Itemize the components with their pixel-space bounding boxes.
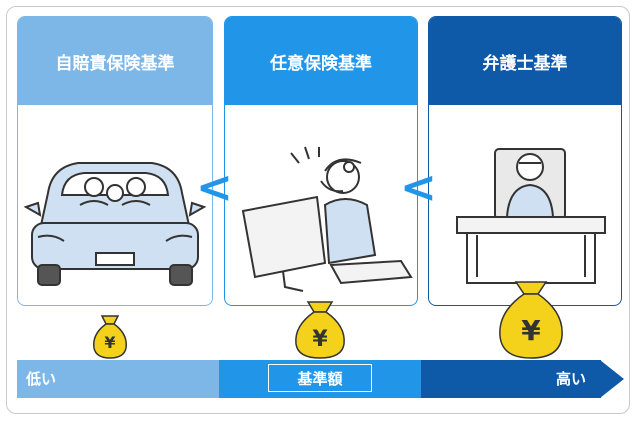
card-title: 任意保険基準 [225,17,417,105]
scale-arrow-head [600,360,624,398]
card-jibaiseki: 自賠責保険基準 [17,16,213,306]
money-bag-large-icon: ¥ [499,281,563,359]
less-than-marker-2: < [400,162,437,213]
card-title: 弁護士基準 [429,17,621,105]
scale-low-label: 低い [26,370,57,388]
car-family-illustration [23,162,207,286]
scale-bar-high-segment [421,360,601,398]
lawyer-at-desk-illustration [456,148,606,284]
card-title: 自賠責保険基準 [18,17,212,105]
yen-symbol: ¥ [312,327,328,352]
card-bengoshi: 弁護士基準 [428,16,622,306]
money-bag-medium-icon: ¥ [295,301,345,359]
money-bag-small-icon: ¥ [93,315,127,359]
call-center-operator-illustration [241,146,413,292]
yen-symbol: ¥ [521,314,541,347]
less-than-marker-1: < [196,162,233,213]
scale-center-label: 基準額 [268,364,372,392]
card-nini-hoken: 任意保険基準 [224,16,418,306]
yen-symbol: ¥ [104,333,115,352]
scale-high-label: 高い [556,370,587,388]
scale-bar-low-segment [17,360,219,398]
